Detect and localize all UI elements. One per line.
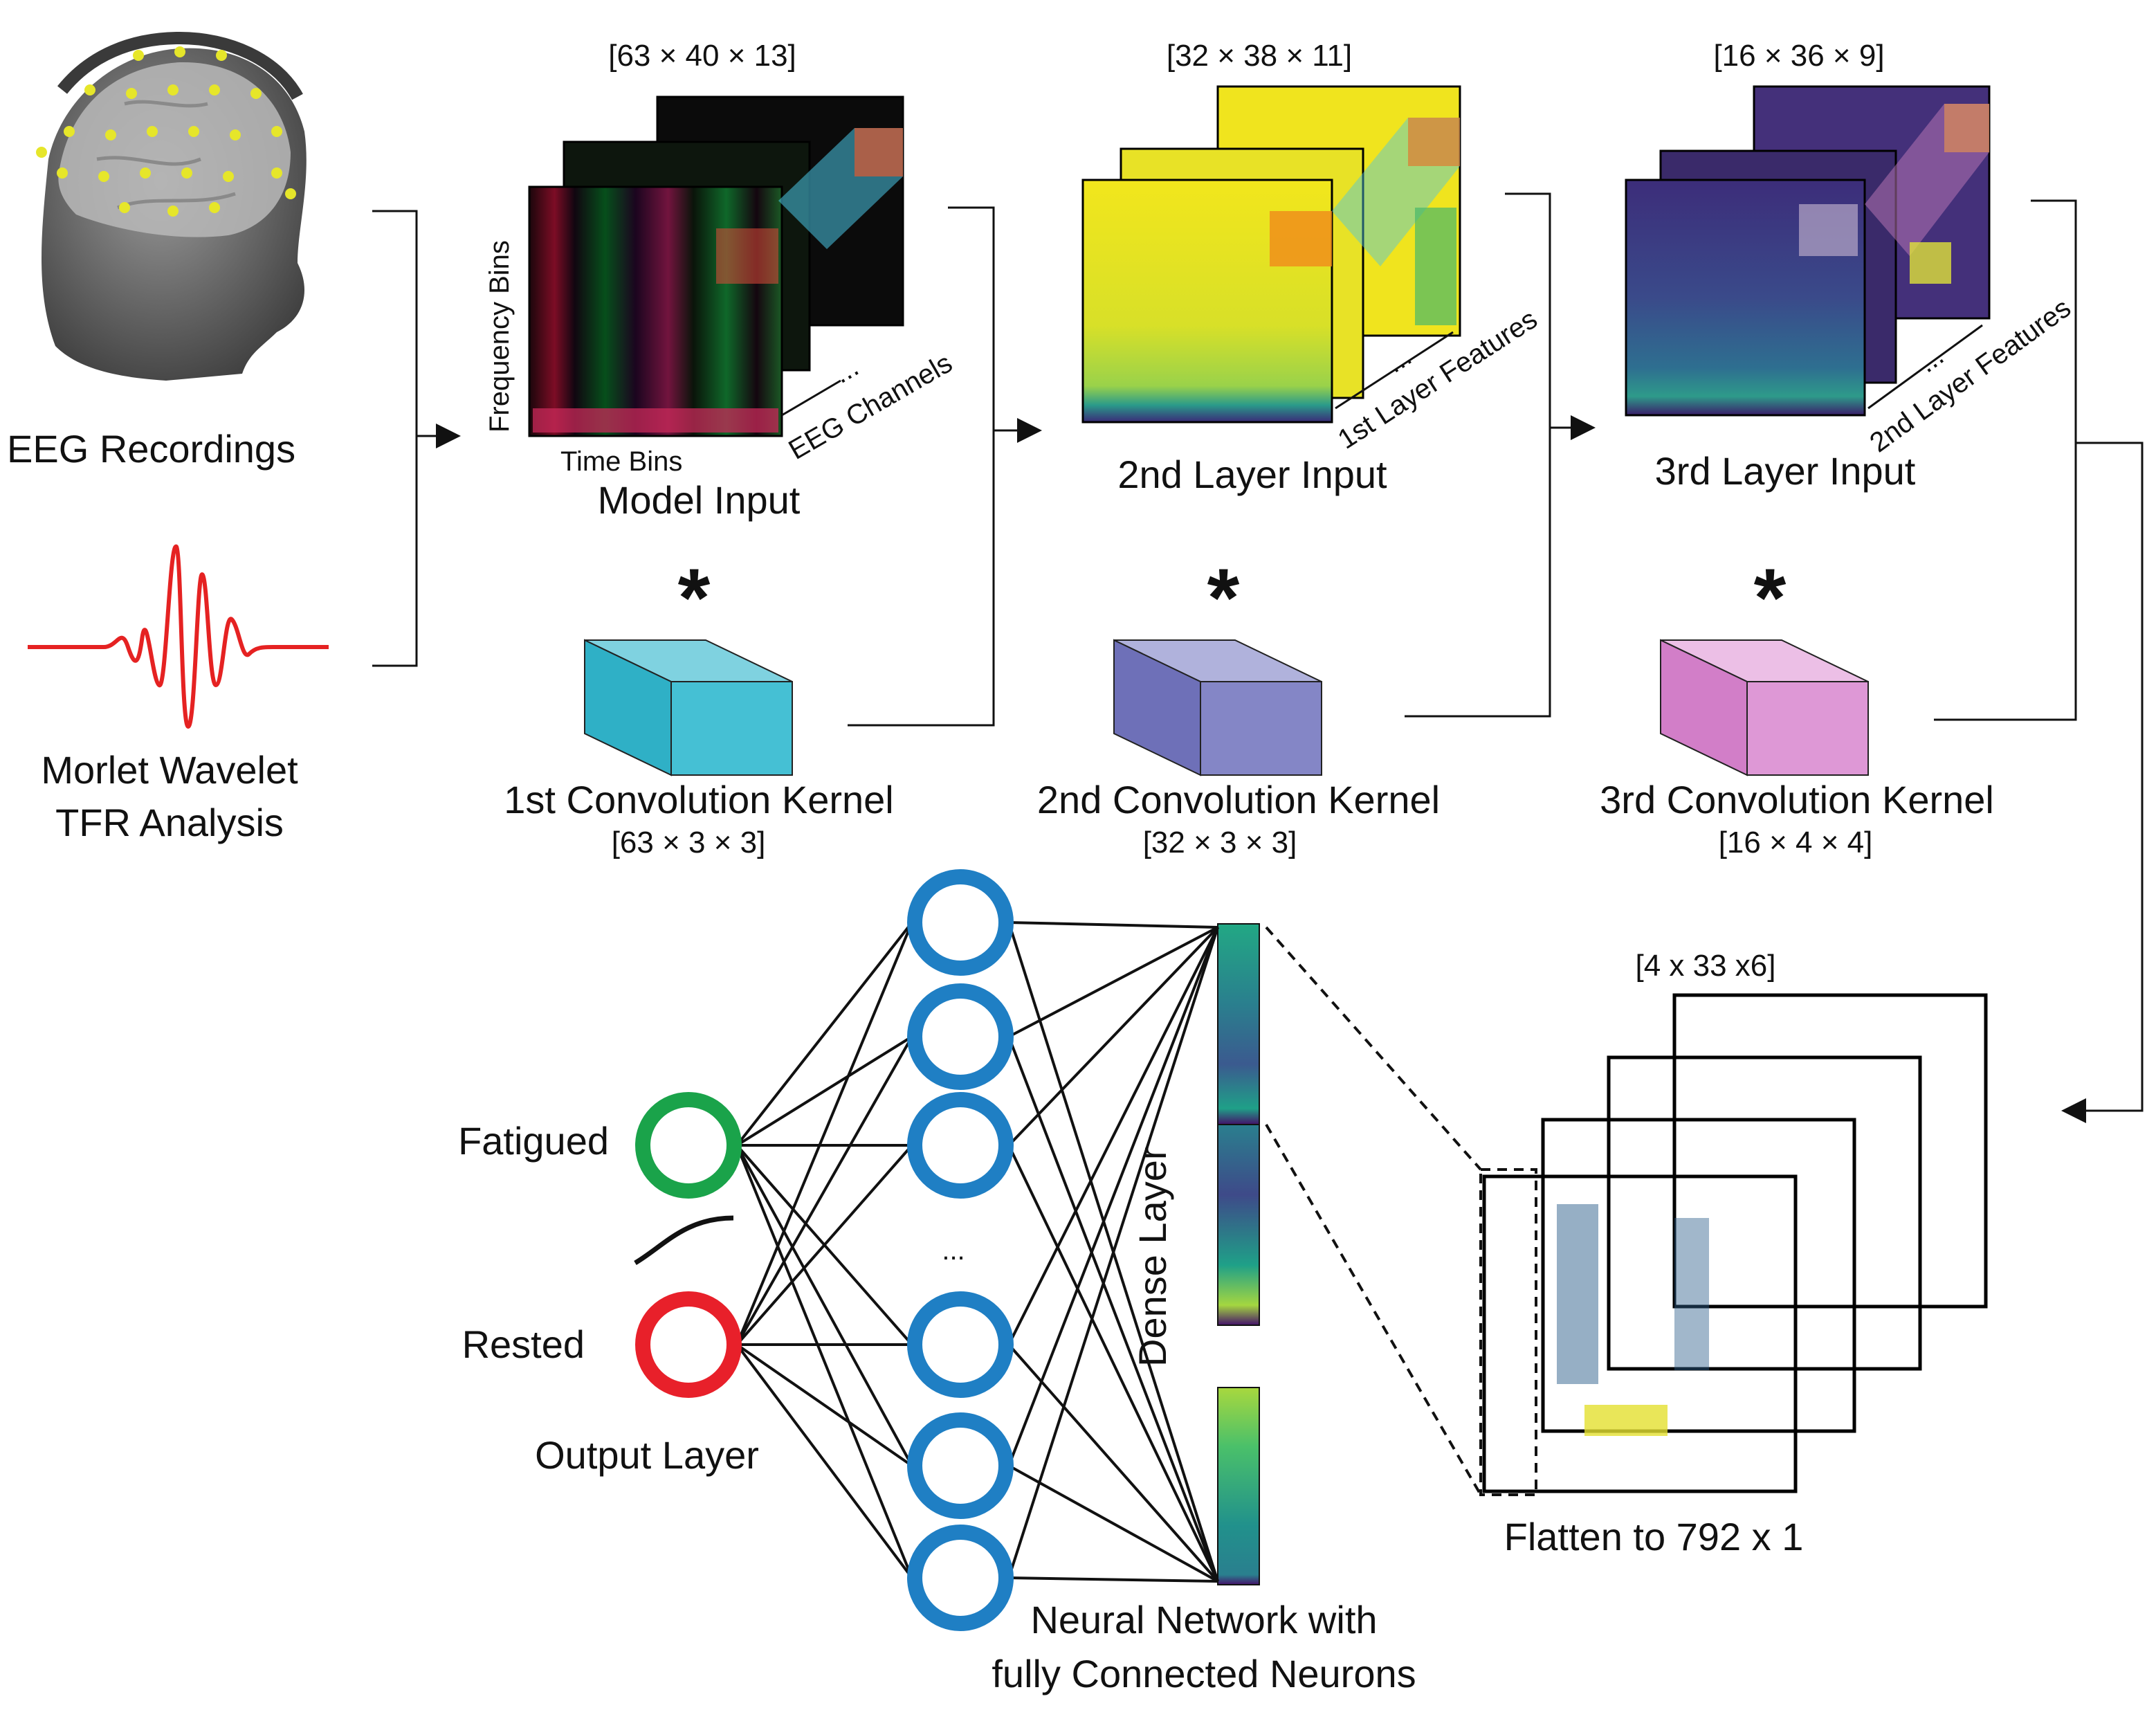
connection-hidden1-dense0 bbox=[1008, 926, 1218, 1038]
hidden-neuron-1 bbox=[907, 869, 1014, 976]
layer3-input-dims: [16 × 36 × 9] bbox=[1713, 39, 1884, 73]
stage3-bracket bbox=[1934, 199, 2077, 721]
hidden-neuron-4 bbox=[907, 1291, 1014, 1398]
connection-output1-hidden4 bbox=[736, 1343, 913, 1467]
connection-hidden5-dense0 bbox=[1007, 927, 1219, 1579]
layer3-input-label: 3rd Layer Input bbox=[1655, 449, 1916, 493]
fatigued-label: Fatigued bbox=[458, 1119, 609, 1163]
fatigued-output-neuron bbox=[635, 1092, 742, 1199]
network-neurons bbox=[635, 869, 1014, 1631]
wavelet-label-line2: TFR Analysis bbox=[55, 801, 284, 844]
rested-label: Rested bbox=[462, 1322, 585, 1366]
hidden-neuron-6 bbox=[907, 1525, 1014, 1631]
connection-hidden0-dense0 bbox=[1008, 921, 1218, 929]
dense-segment-3 bbox=[1217, 1387, 1260, 1585]
connection-hidden3-dense0 bbox=[1007, 927, 1219, 1345]
layer2-input-stack bbox=[1081, 85, 1461, 424]
output-feature-maps bbox=[1482, 993, 1988, 1493]
connection-hidden4-dense0 bbox=[1007, 927, 1219, 1466]
wavelet-label-line1: Morlet Wavelet bbox=[41, 748, 298, 792]
layer1-features-ellipsis: ... bbox=[1381, 340, 1417, 379]
kernel3-label: 3rd Convolution Kernel bbox=[1600, 778, 1994, 821]
layer3-input-stack bbox=[1625, 85, 1991, 417]
connection-output1-hidden1 bbox=[736, 1036, 913, 1345]
connection-output0-hidden4 bbox=[736, 1145, 913, 1466]
channel-axis-line bbox=[781, 379, 841, 417]
layer2-input-dims: [32 × 38 × 11] bbox=[1167, 39, 1352, 73]
connection-hidden2-dense1 bbox=[1007, 1145, 1219, 1582]
kernel3-dims: [16 × 4 × 4] bbox=[1719, 826, 1873, 859]
layer1-feature-axis-line bbox=[1335, 331, 1454, 410]
hidden-neurons-ellipsis: ... bbox=[942, 1235, 965, 1266]
model-input-label: Model Input bbox=[598, 478, 801, 522]
output-layer-label: Output Layer bbox=[535, 1433, 759, 1477]
flatten-projection-top bbox=[1265, 926, 1482, 1171]
electrode-dots bbox=[36, 46, 296, 217]
connection-hidden2-dense0 bbox=[1007, 926, 1219, 1147]
hidden-neuron-3 bbox=[907, 1092, 1014, 1199]
kernel1-dims: [63 × 3 × 3] bbox=[612, 826, 766, 859]
connection-hidden5-dense1 bbox=[1008, 1576, 1218, 1583]
connection-output0-hidden5 bbox=[736, 1145, 913, 1579]
rested-output-neuron bbox=[635, 1291, 742, 1398]
sigmoid-icon bbox=[634, 1215, 734, 1266]
morlet-wavelet-icon bbox=[28, 544, 329, 729]
kernel2-dims: [32 × 3 × 3] bbox=[1143, 826, 1297, 859]
kernel1-label: 1st Convolution Kernel bbox=[504, 778, 893, 821]
eeg-head-illustration bbox=[36, 31, 307, 381]
eeg-recordings-label: EEG Recordings bbox=[7, 427, 295, 471]
flatten-label: Flatten to 792 x 1 bbox=[1504, 1515, 1804, 1558]
network-label-line2: fully Connected Neurons bbox=[992, 1652, 1416, 1695]
connection-output1-hidden2 bbox=[736, 1144, 913, 1346]
flatten-projection-bottom bbox=[1265, 1123, 1482, 1496]
kernel1-convolution-symbol: * bbox=[678, 552, 711, 644]
kernel3-cube bbox=[1660, 639, 1869, 776]
connection-output0-hidden0 bbox=[736, 921, 913, 1147]
frequency-bins-label: Frequency Bins bbox=[484, 240, 515, 433]
time-bins-label: Time Bins bbox=[560, 446, 682, 477]
flatten-selection-box bbox=[1479, 1168, 1537, 1496]
input-merge-bracket bbox=[372, 210, 418, 667]
network-label-line1: Neural Network with bbox=[1030, 1598, 1377, 1641]
dense-segment-2 bbox=[1217, 1124, 1260, 1326]
connection-output0-hidden1 bbox=[736, 1035, 913, 1147]
hidden-neuron-5 bbox=[907, 1412, 1014, 1519]
kernel1-cube bbox=[584, 639, 793, 776]
stage2-bracket bbox=[1405, 192, 1551, 718]
connection-hidden1-dense1 bbox=[1007, 1036, 1219, 1582]
output-maps-dims: [4 x 33 x6] bbox=[1635, 949, 1775, 983]
dense-segment-1 bbox=[1217, 923, 1260, 1125]
kernel2-convolution-symbol: * bbox=[1207, 552, 1240, 644]
connection-hidden4-dense1 bbox=[1008, 1464, 1218, 1583]
stage1-bracket bbox=[848, 206, 995, 727]
kernel2-cube bbox=[1113, 639, 1322, 776]
connection-hidden3-dense1 bbox=[1007, 1343, 1219, 1583]
model-input-stack bbox=[528, 95, 904, 437]
connection-output1-hidden5 bbox=[736, 1343, 913, 1579]
network-connections bbox=[736, 921, 1219, 1583]
kernel3-convolution-symbol: * bbox=[1754, 552, 1787, 644]
layer2-feature-axis-line bbox=[1867, 324, 1983, 410]
connection-output1-hidden0 bbox=[736, 922, 913, 1345]
model-input-dims: [63 × 40 × 13] bbox=[608, 39, 796, 73]
layer2-input-label: 2nd Layer Input bbox=[1117, 453, 1387, 496]
kernel2-label: 2nd Convolution Kernel bbox=[1037, 778, 1440, 821]
stage3-arrow bbox=[2061, 442, 2144, 1123]
hidden-neuron-2 bbox=[907, 983, 1014, 1090]
